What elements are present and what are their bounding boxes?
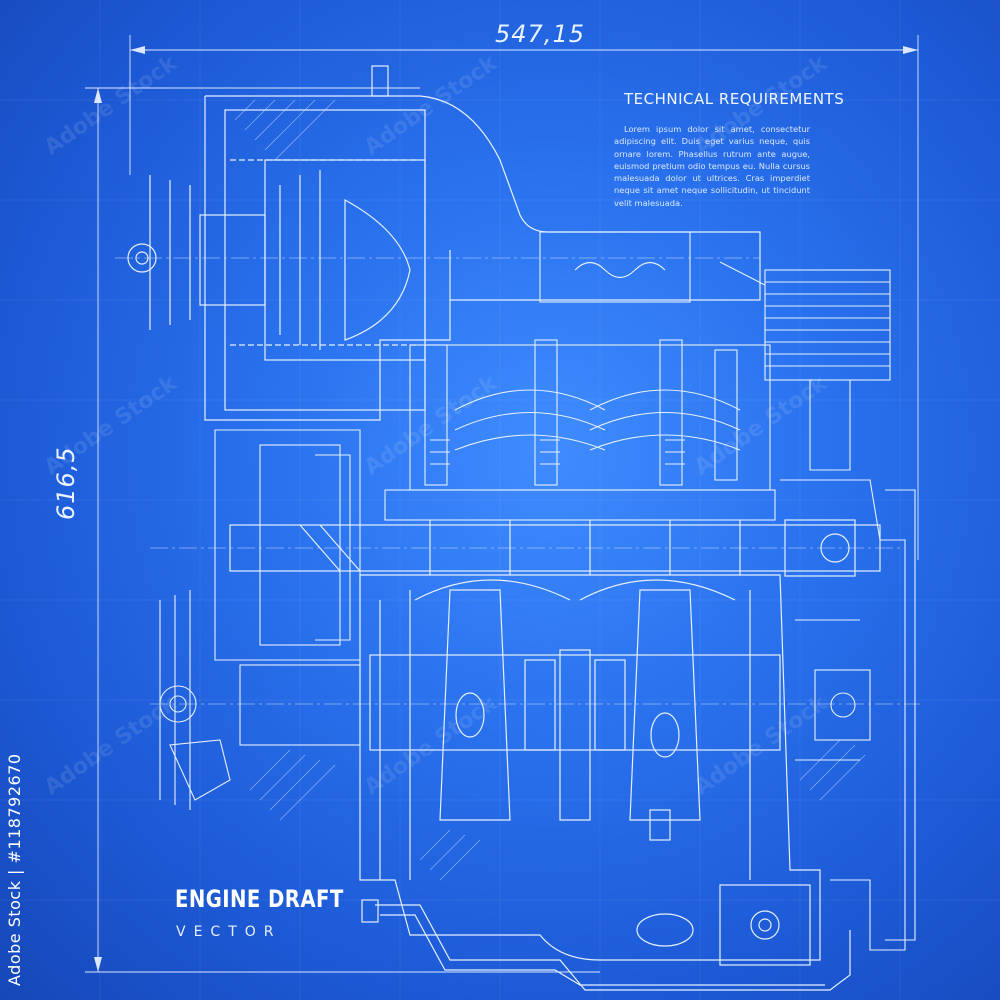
- oil-cooler-fins: [719, 261, 891, 471]
- dimension-height-line: [85, 87, 600, 973]
- cylinder-head: [384, 231, 776, 521]
- width-dimension-label: 547,15: [495, 20, 585, 48]
- technical-requirements-text: Lorem ipsum dolor sit amet, consectetur …: [614, 124, 810, 208]
- engine-draft-subtitle: VECTOR: [176, 924, 282, 940]
- timing-gears: [159, 429, 361, 810]
- dimension-width-line: [129, 35, 919, 560]
- crankcase: [359, 574, 821, 961]
- center-lines: [115, 257, 920, 705]
- valve-stems: [424, 339, 738, 486]
- alternator-housing: [127, 65, 761, 421]
- crankshaft: [369, 589, 781, 841]
- camshaft: [229, 519, 881, 577]
- oil-pan: [361, 884, 851, 991]
- height-dimension-label: 616,5: [52, 446, 80, 520]
- technical-requirements-title: TECHNICAL REQUIREMENTS: [624, 90, 845, 108]
- stock-image-id: Adobe Stock | #118792670: [5, 753, 24, 986]
- engine-draft-title: ENGINE DRAFT: [175, 885, 344, 913]
- flywheel-housing: [780, 479, 916, 951]
- section-hatching: [234, 99, 866, 881]
